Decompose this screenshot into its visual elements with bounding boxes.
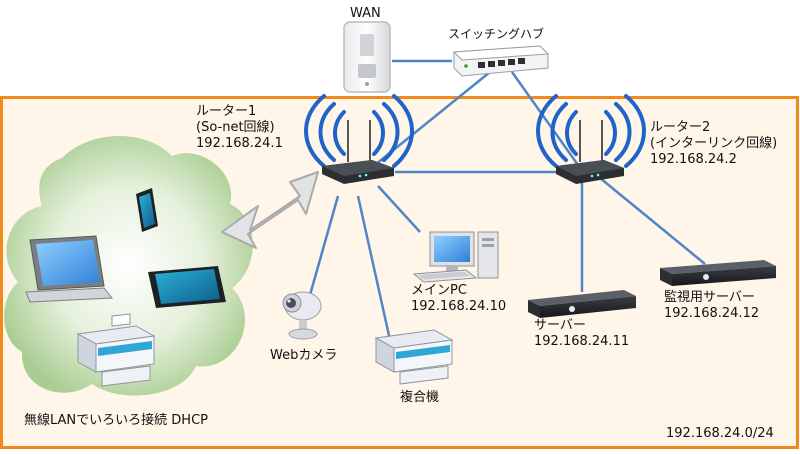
monitor-server-name: 監視用サーバー <box>664 290 755 305</box>
switching-hub-icon <box>452 45 550 77</box>
smartphone-icon <box>136 188 158 232</box>
router2-label: ルーター2 (インターリンク回線) 192.168.24.2 <box>650 120 777 168</box>
wireless-cloud <box>4 136 253 396</box>
router2-line: (インターリンク回線) <box>650 136 778 151</box>
router2-ip: 192.168.24.2 <box>650 152 737 167</box>
router1-icon <box>304 94 414 184</box>
wireless-label: 無線LANでいろいろ接続 DHCP <box>24 413 208 428</box>
link-router2-monitor <box>599 177 706 265</box>
wifi-direction-arrow <box>221 171 319 249</box>
wan-modem-icon <box>343 21 391 93</box>
subnet-label: 192.168.24.0/24 <box>666 426 774 441</box>
server-name: サーバー <box>534 318 586 333</box>
router1-label: ルーター1 (So-net回線) 192.168.24.1 <box>196 104 283 152</box>
laptop-icon <box>25 235 114 303</box>
server-ip: 192.168.24.11 <box>534 334 630 349</box>
monitor-server-label: 監視用サーバー 192.168.24.12 <box>664 290 759 322</box>
router1-ip: 192.168.24.1 <box>196 136 283 151</box>
router2-name: ルーター2 <box>650 120 711 135</box>
server-icon <box>528 290 636 318</box>
router1-name: ルーター1 <box>196 104 257 119</box>
server-label: サーバー 192.168.24.11 <box>534 318 629 350</box>
link-hub-router2 <box>510 71 580 166</box>
link-router1-webcam <box>308 195 340 296</box>
main-pc-ip: 192.168.24.10 <box>411 299 507 314</box>
link-router1-pc <box>377 185 421 233</box>
wireless-printer-icon <box>76 313 156 387</box>
tablet-icon <box>148 266 226 308</box>
main-pc-label: メインPC 192.168.24.10 <box>411 283 506 315</box>
desktop-pc-icon <box>412 231 499 283</box>
router1-line: (So-net回線) <box>196 120 275 135</box>
monitor-server-icon <box>660 260 776 286</box>
wan-label: WAN <box>350 6 381 21</box>
webcam-icon <box>282 291 322 340</box>
link-router1-mfp <box>356 195 392 341</box>
hub-label: スイッチングハブ <box>448 27 545 41</box>
main-pc-name: メインPC <box>411 283 467 298</box>
mfp-label: 複合機 <box>400 390 440 405</box>
router2-icon <box>536 94 646 184</box>
monitor-server-ip: 192.168.24.12 <box>664 306 760 321</box>
mfp-printer-icon <box>374 329 454 385</box>
webcam-label: Webカメラ <box>270 348 338 363</box>
